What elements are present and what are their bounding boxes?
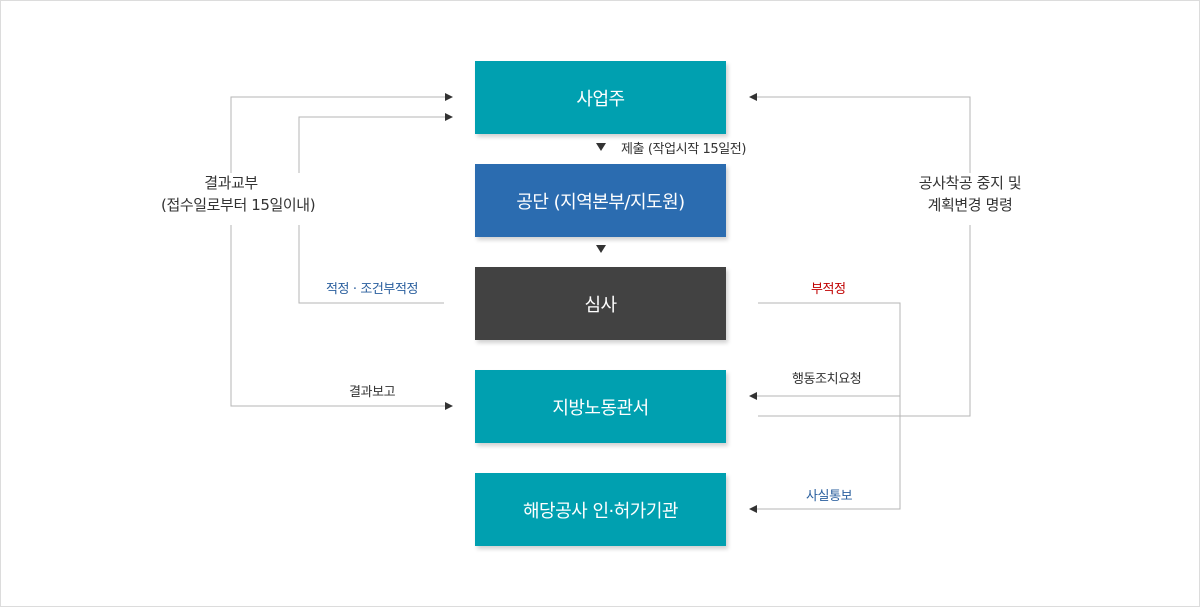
- suitable-label: 적정 · 조건부적정: [326, 282, 419, 297]
- suitable-line: [298, 225, 444, 304]
- arrowhead-right-icon: [445, 402, 453, 410]
- arrowhead-right-icon: [445, 93, 453, 101]
- review-label: 심사: [584, 294, 617, 316]
- submit-label: 제출 (작업시작 15일전): [621, 142, 747, 157]
- result-report-line: [230, 225, 447, 407]
- employer-box: 사업주: [475, 61, 726, 134]
- unsuitable-line: [756, 302, 901, 510]
- agency-box: 공단 (지역본부/지도원): [475, 164, 726, 237]
- stop-order-upper-line: [756, 96, 971, 173]
- result-notice-inner-line: [298, 116, 447, 173]
- labor-office-box: 지방노동관서: [475, 370, 726, 443]
- result-notice-outer-line: [230, 96, 447, 173]
- arrowhead-down-icon: [596, 245, 606, 253]
- stop-order-label: 공사착공 중지 및 계획변경 명령: [905, 172, 1035, 216]
- agency-label: 공단 (지역본부/지도원): [516, 191, 685, 213]
- employer-label: 사업주: [576, 88, 625, 110]
- stop-order-line2: 계획변경 명령: [927, 196, 1013, 214]
- action-request-label: 행동조치요청: [792, 372, 862, 387]
- arrowhead-left-icon: [749, 392, 757, 400]
- fact-notice-label: 사실통보: [806, 489, 853, 504]
- unsuitable-label: 부적정: [811, 282, 846, 297]
- labor-office-label: 지방노동관서: [552, 397, 649, 419]
- arrowhead-left-icon: [749, 93, 757, 101]
- stop-order-line1: 공사착공 중지 및: [918, 174, 1022, 192]
- stop-order-line: [758, 225, 971, 417]
- review-box: 심사: [475, 267, 726, 340]
- permit-agency-box: 해당공사 인·허가기관: [475, 473, 726, 546]
- result-notice-label: 결과교부 (접수일로부터 15일이내): [161, 172, 316, 216]
- permit-agency-label: 해당공사 인·허가기관: [523, 500, 678, 522]
- result-notice-line2: (접수일로부터 15일이내): [161, 196, 316, 214]
- arrowhead-right-icon: [445, 113, 453, 121]
- result-report-label: 결과보고: [349, 385, 396, 400]
- result-notice-line1: 결과교부: [204, 174, 258, 192]
- arrowhead-down-icon: [596, 143, 606, 151]
- arrowhead-left-icon: [749, 505, 757, 513]
